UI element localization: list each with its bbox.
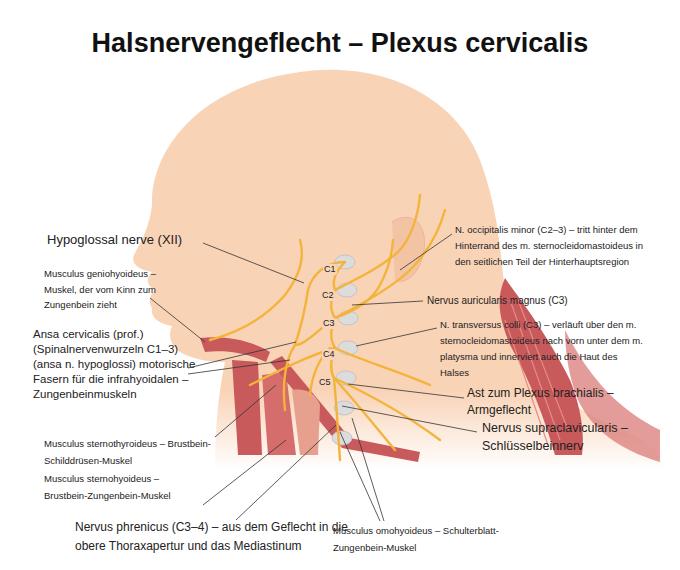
thyroid-cartilage <box>292 390 320 455</box>
muscle-label: Musculus sternothyroideus – Brustbein-Sc… <box>44 435 216 469</box>
nerve-label: Nervus phrenicus (C3–4) – aus dem Geflec… <box>75 518 355 556</box>
nerve-label: Ast zum Plexus brachialis – Armgeflecht <box>467 385 647 419</box>
muscle-label: Musculus omohyoideus – Schulterblatt-Zun… <box>333 522 513 556</box>
nerve-label: Ansa cervicalis (prof.) (Spinalnervenwur… <box>33 327 201 402</box>
callout-number: C4 <box>322 349 336 360</box>
nerve-label: Nervus supraclavicularis – Schlüsselbein… <box>482 419 662 455</box>
callout-number: C5 <box>318 377 332 388</box>
sternohyoid-muscle <box>232 360 262 455</box>
callout-number: C1 <box>323 264 337 275</box>
leader-lines <box>150 234 477 521</box>
callout-number: C2 <box>321 290 335 301</box>
diagram-title: Halsnervengeflecht – Plexus cervicalis <box>0 28 680 59</box>
muscle-label: Musculus geniohyoideus – Muskel, der vom… <box>44 266 156 313</box>
muscle-label: Musculus sternohyoideus – Brustbein-Zung… <box>44 470 202 504</box>
nerve-label: N. transversus colli (C3) – verläuft übe… <box>440 317 645 381</box>
head-silhouette <box>133 70 665 470</box>
callout-number: C3 <box>322 318 336 329</box>
nerve-label: Nervus auricularis magnus (C3) <box>427 294 627 308</box>
nerve-label: N. occipitalis minor (C2–3) – tritt hint… <box>455 222 655 270</box>
nerve-plexus <box>210 195 445 460</box>
nerve-label: Hypoglossal nerve (XII) <box>47 232 247 248</box>
